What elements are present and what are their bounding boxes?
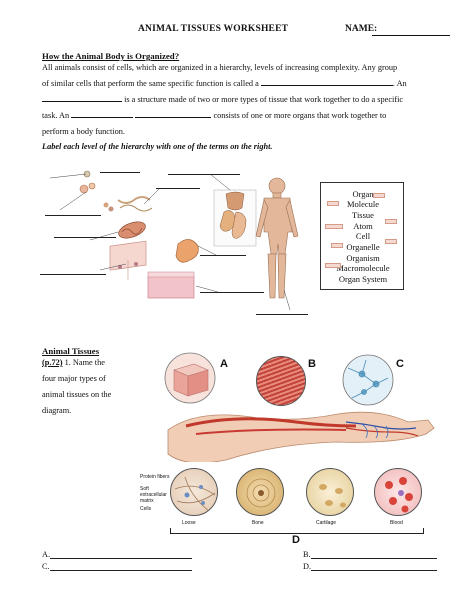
name-field[interactable] xyxy=(372,35,450,36)
hierarchy-blank-7[interactable] xyxy=(200,255,246,256)
cartilage-tissue-circle xyxy=(306,468,354,516)
bone-rings-svg xyxy=(246,478,276,508)
answer-d-line[interactable] xyxy=(311,570,437,571)
cartilage-cells-svg xyxy=(319,484,346,508)
hierarchy-diagram xyxy=(49,170,299,311)
blank-organ-system-2[interactable] xyxy=(135,109,212,118)
label-extracellular-matrix: Soft extracellular matrix xyxy=(140,486,167,504)
paragraph-line-4: task. An consists of one or more organs … xyxy=(42,109,387,120)
answer-d[interactable]: D. xyxy=(303,562,437,571)
paragraph-line-1: All animals consist of cells, which are … xyxy=(42,63,398,72)
hierarchy-blank-6[interactable] xyxy=(40,274,106,275)
bracket-d xyxy=(170,528,424,534)
term-cell: Cell xyxy=(355,231,371,241)
caption-blood: Blood xyxy=(390,520,403,526)
blank-organ-system-1[interactable] xyxy=(71,109,134,118)
paragraph-line-2: of similar cells that perform the same s… xyxy=(42,77,407,88)
term-organism: Organism xyxy=(346,253,380,263)
label-letter-c: C xyxy=(396,358,404,370)
label-protein-fibers: Protein fibers xyxy=(140,474,170,480)
arm-illustration xyxy=(167,411,435,462)
worksheet-title: ANIMAL TISSUES WORKSHEET xyxy=(138,24,289,34)
hierarchy-blank-1[interactable] xyxy=(100,172,140,173)
hierarchy-blank-2[interactable] xyxy=(168,174,240,175)
label-letter-a: A xyxy=(220,358,228,370)
term-molecule: Molecule xyxy=(346,199,380,209)
term-chip xyxy=(385,219,397,224)
organ-illustration xyxy=(175,239,199,263)
muscle-cube-a xyxy=(164,352,216,404)
question-line-2: four major types of xyxy=(42,374,106,383)
answer-a-line[interactable] xyxy=(50,558,192,559)
term-chip xyxy=(325,224,343,229)
loose-tissue-circle xyxy=(170,468,218,516)
instruction-text: Label each level of the hierarchy with o… xyxy=(42,142,273,151)
organelle-illustration xyxy=(118,221,146,239)
label-letter-b: B xyxy=(308,358,316,370)
nerve-circle-c xyxy=(342,354,394,406)
answer-c-line[interactable] xyxy=(50,570,192,571)
term-atom: Atom xyxy=(353,221,373,231)
caption-cartilage: Cartilage xyxy=(316,520,337,526)
answer-a[interactable]: A. xyxy=(42,550,192,559)
organism-illustration xyxy=(255,177,299,299)
tissue-diagram: A B C xyxy=(140,348,446,548)
term-organelle: Organelle xyxy=(346,242,380,252)
caption-loose: Loose xyxy=(182,520,196,526)
paragraph-line-5: perform a body function. xyxy=(42,127,125,136)
hierarchy-blank-3[interactable] xyxy=(45,215,101,216)
hierarchy-blank-9[interactable] xyxy=(256,314,308,315)
question-1: (p.72) 1. Name the four major types of a… xyxy=(42,355,142,419)
question-line-3: animal tissues on the xyxy=(42,390,112,399)
label-cells: Cells xyxy=(140,506,152,512)
answer-b[interactable]: B. xyxy=(303,550,437,559)
macromolecule-illustration xyxy=(103,196,153,212)
bone-tissue-circle xyxy=(236,468,284,516)
section-heading-tissues: Animal Tissues xyxy=(42,346,100,356)
answer-c[interactable]: C. xyxy=(42,562,192,571)
hierarchy-blank-4[interactable] xyxy=(156,188,200,189)
term-tissue: Tissue xyxy=(352,210,374,220)
term-chip xyxy=(325,263,341,268)
answer-b-line[interactable] xyxy=(311,558,437,559)
hierarchy-blank-5[interactable] xyxy=(54,237,116,238)
paragraph-line-3: is a structure made of two or more types… xyxy=(42,92,452,108)
hierarchy-blank-8[interactable] xyxy=(200,292,264,293)
terms-box: Organ Molecule Tissue Atom Cell Organell… xyxy=(320,182,404,290)
loose-fibers-svg xyxy=(174,476,216,512)
blood-cells-svg xyxy=(385,477,413,513)
page-reference: (p.72) xyxy=(42,358,63,367)
molecule-illustration xyxy=(79,182,96,194)
blood-tissue-circle xyxy=(374,468,422,516)
question-line-1: (p.72) 1. Name the xyxy=(42,358,105,367)
term-macromolecule: Macromolecule xyxy=(336,263,390,273)
blank-organ[interactable] xyxy=(42,93,122,102)
muscle-circle-b xyxy=(256,356,306,406)
intro-paragraph: All animals consist of cells, which are … xyxy=(42,60,452,140)
caption-bone: Bone xyxy=(252,520,264,526)
cell-illustration xyxy=(109,240,147,280)
term-chip xyxy=(385,239,397,244)
term-chip xyxy=(327,201,339,206)
tissue-illustration xyxy=(147,271,195,299)
question-line-4: diagram. xyxy=(42,406,72,415)
term-chip xyxy=(373,193,385,198)
term-chip xyxy=(331,243,343,248)
blank-tissue[interactable] xyxy=(260,77,393,86)
organ-system-illustration xyxy=(213,189,257,247)
term-organ: Organ xyxy=(352,189,374,199)
term-organ-system: Organ System xyxy=(338,274,388,284)
section-heading-organization: How the Animal Body is Organized? xyxy=(42,51,180,61)
label-letter-d: D xyxy=(292,534,300,546)
name-label: NAME: xyxy=(345,24,378,34)
